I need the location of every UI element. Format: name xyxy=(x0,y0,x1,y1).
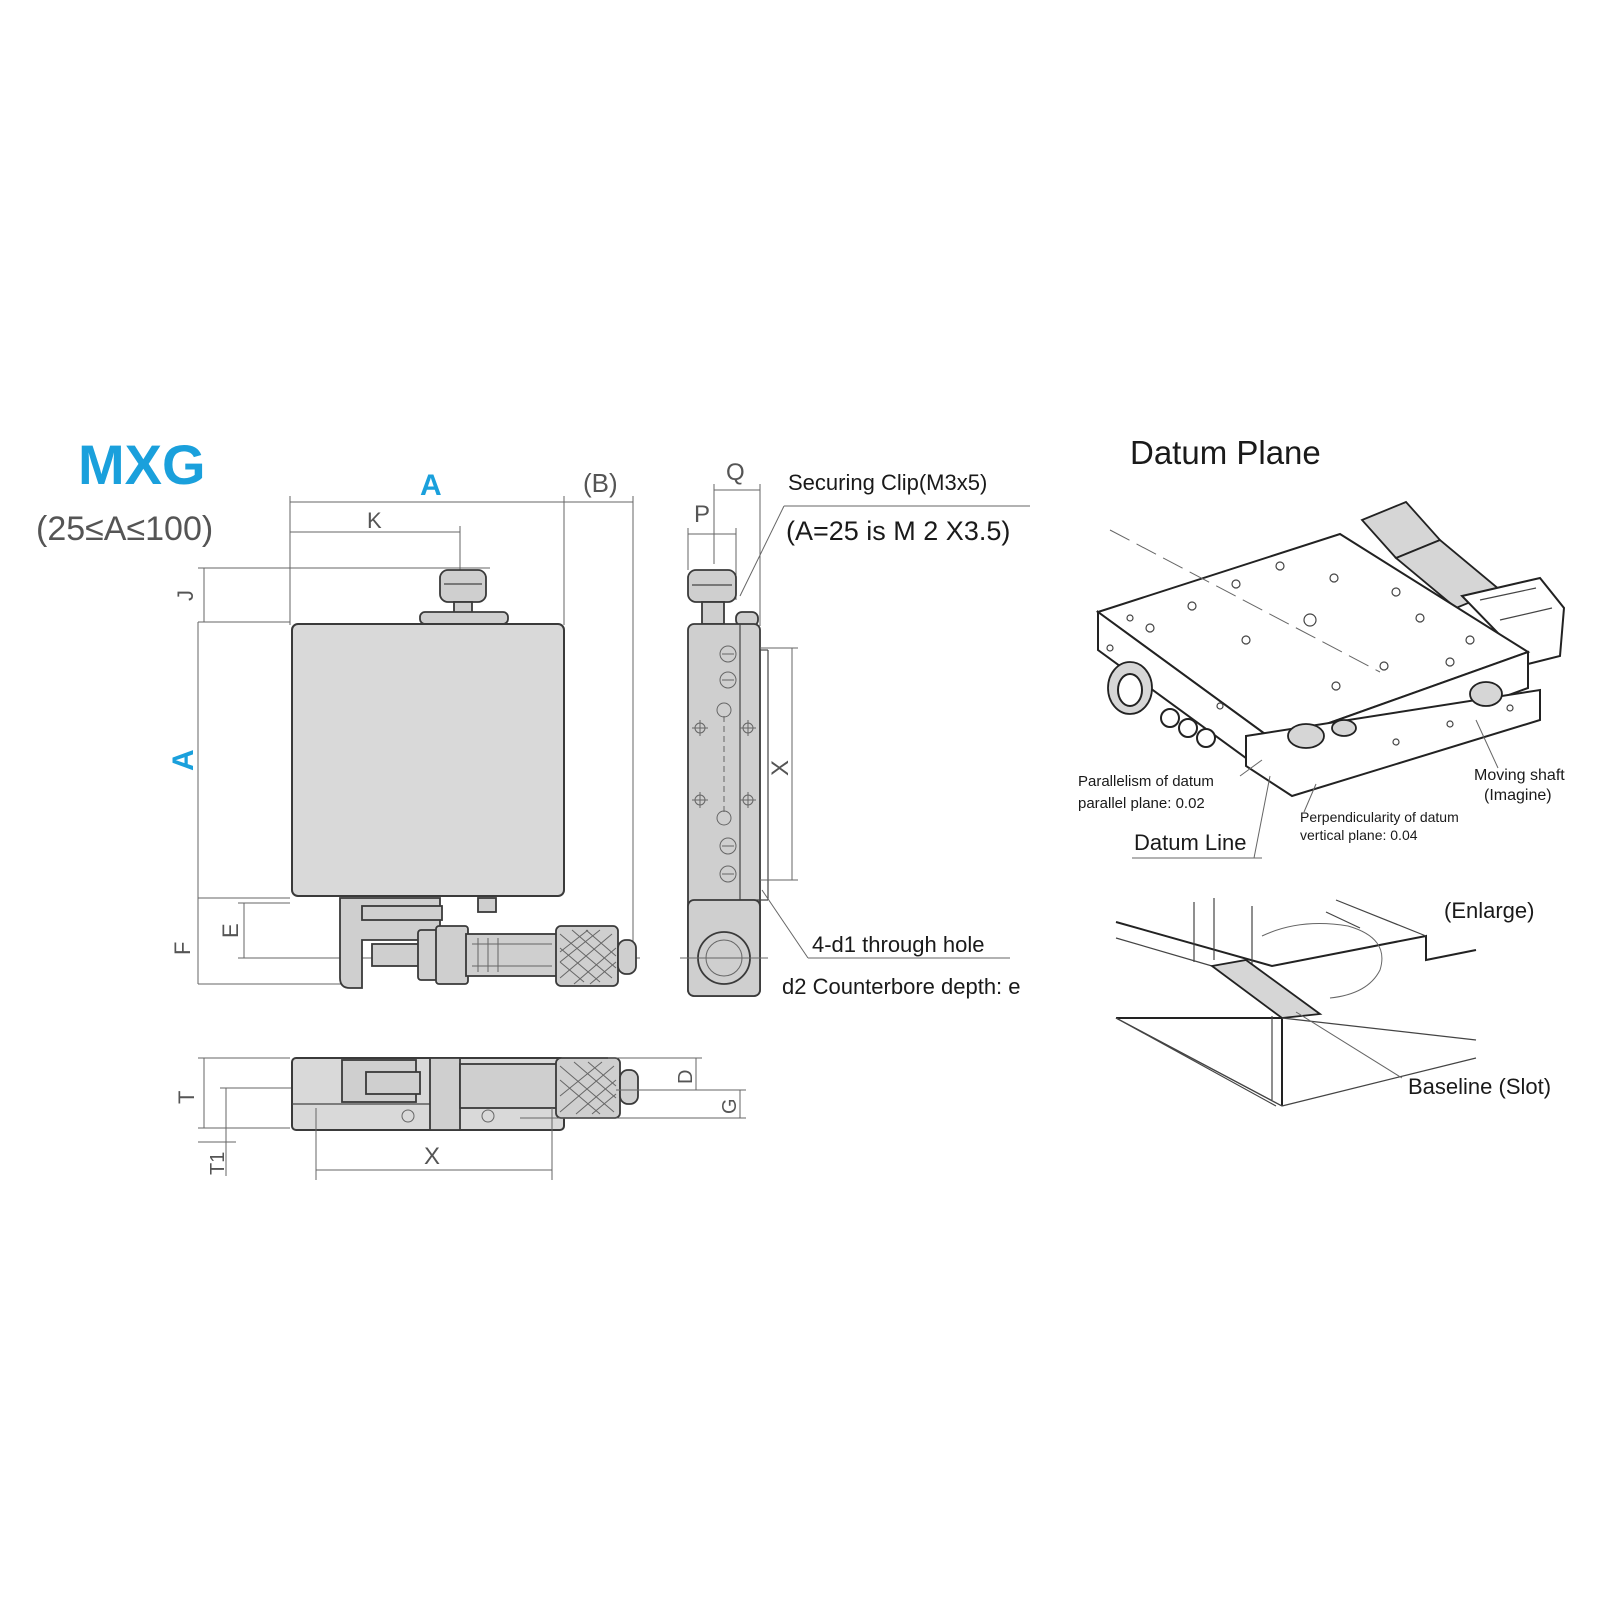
dim-q: Q xyxy=(726,459,745,486)
dim-b: (B) xyxy=(583,468,618,498)
parallelism-line-2: parallel plane: 0.02 xyxy=(1078,795,1205,812)
callout-counterbore: d2 Counterbore depth: e xyxy=(782,974,1021,999)
dim-d: D xyxy=(675,1070,697,1084)
dim-x-bottom: X xyxy=(424,1143,440,1170)
leader-clip xyxy=(739,505,785,597)
leader-parallelism xyxy=(1239,759,1263,777)
leader-moving-shaft xyxy=(1475,719,1499,769)
callout-a25-note: (A=25 is M 2 X3.5) xyxy=(786,516,1010,546)
top-view: A (B) K J A F E xyxy=(167,468,640,989)
bottom-view: T T1 D G X xyxy=(174,1057,746,1180)
leader-perpendicularity xyxy=(1303,783,1317,813)
perpendicularity-line-2: vertical plane: 0.04 xyxy=(1300,827,1418,843)
range-label: (25≤A≤100) xyxy=(36,510,213,548)
dim-j: J xyxy=(173,590,198,601)
dim-p: P xyxy=(694,501,710,528)
dim-a-side: A xyxy=(167,749,200,771)
baseline-label: Baseline (Slot) xyxy=(1408,1074,1551,1099)
datum-title: Datum Plane xyxy=(1130,434,1321,471)
datum-iso-stage xyxy=(1095,500,1566,798)
enlarge-detail xyxy=(1115,898,1477,1107)
perpendicularity-line-1: Perpendicularity of datum xyxy=(1300,809,1459,825)
leader-datum-line xyxy=(1253,775,1271,859)
moving-shaft-line-2: (Imagine) xyxy=(1484,787,1552,804)
dim-g: G xyxy=(719,1098,741,1114)
moving-shaft-line-1: Moving shaft xyxy=(1474,767,1565,784)
callout-securing-clip: Securing Clip(M3x5) xyxy=(788,470,987,495)
dim-e: E xyxy=(218,923,243,938)
leader-hole xyxy=(761,889,809,959)
leader-baseline xyxy=(1295,1011,1403,1079)
micrometer-thimble xyxy=(555,925,619,987)
dim-k: K xyxy=(367,508,382,533)
enlarge-label: (Enlarge) xyxy=(1444,898,1534,923)
dim-a-top: A xyxy=(420,469,442,502)
model-title: MXG xyxy=(78,433,206,496)
datum-line-label: Datum Line xyxy=(1134,830,1247,855)
dim-x-side: X xyxy=(767,760,794,776)
side-view: Q P X xyxy=(680,459,798,997)
parallelism-line-1: Parallelism of datum xyxy=(1078,773,1214,790)
dim-t: T xyxy=(174,1091,199,1104)
stage-body-top xyxy=(291,623,565,897)
dim-f: F xyxy=(170,942,195,955)
dim-t1: T1 xyxy=(207,1152,229,1175)
callout-through-hole: 4-d1 through hole xyxy=(812,932,984,957)
